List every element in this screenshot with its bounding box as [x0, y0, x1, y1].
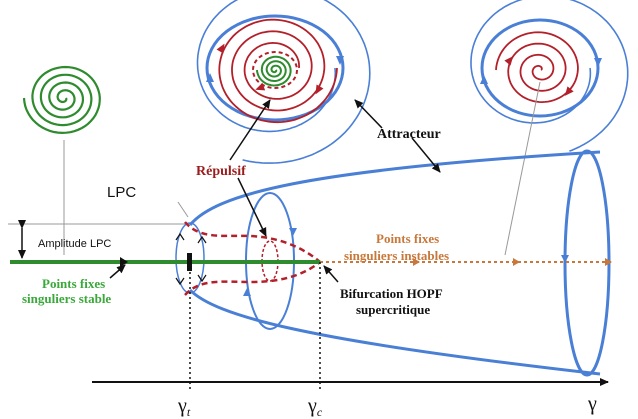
attractor-envelope-lower: [188, 288, 601, 376]
phase-portrait-mixed: [196, 0, 371, 164]
limit-cycle-blue-right: [480, 18, 600, 118]
points-stables-line1: Points fixes: [42, 276, 105, 291]
blue-arrow-right-2: [480, 75, 488, 84]
hopf-label-line2: supercritique: [356, 302, 430, 317]
red-arrow-1: [216, 43, 225, 54]
points-stables-line2: singuliers stable: [22, 291, 111, 306]
blue-arrow-1: [336, 56, 344, 65]
lpc-arrow-3: [197, 235, 207, 244]
unstable-line-arrow-1: [413, 258, 420, 266]
lpc-arrow-1: [175, 232, 185, 241]
blue-arrow-2: [206, 73, 214, 82]
attracteur-label: Attracteur: [377, 127, 441, 142]
lpc-arrow-2: [175, 277, 185, 286]
points-instables-line1: Points fixes: [376, 231, 439, 246]
gamma-axis-label: γ: [587, 393, 597, 415]
phase-portrait-stable-green: [22, 65, 101, 135]
repulsive-branch-lower: [184, 261, 321, 296]
unstable-line-arrow-3: [605, 258, 612, 266]
middle-limit-cycle-blue: [205, 14, 345, 122]
connector-right-portrait: [504, 81, 541, 256]
hopf-label-line1: Bifurcation HOPF: [340, 286, 443, 301]
red-arrow-right-2: [564, 86, 574, 96]
points-instables-line2: singuliers instables: [344, 248, 449, 263]
phase-portrait-unstable-attractor: [470, 0, 629, 152]
unstable-line-arrow-2: [513, 258, 520, 266]
red-arrow-2: [315, 84, 324, 95]
outer-blue-spiral-right: [470, 0, 629, 152]
stable-spiral: [22, 65, 101, 135]
red-spiral: [218, 18, 338, 124]
lpc-arrow-4: [197, 274, 207, 283]
hopf-pointer: [323, 265, 339, 283]
gamma-t-label: γt: [177, 395, 191, 419]
stable-pointer: [109, 264, 126, 279]
limit-cycle-middle-arrow-a: [289, 228, 297, 236]
blue-arrow-right-1: [594, 58, 602, 67]
attractor-envelope-upper: [188, 150, 601, 226]
red-arrow-3: [255, 82, 266, 91]
attracteur-pointer-1: [354, 99, 383, 129]
limit-cycle-large-arrow: [561, 255, 569, 263]
inner-green-spiral: [256, 55, 292, 87]
amplitude-lpc-label: Amplitude LPC: [38, 238, 111, 250]
repulsive-branch-upper: [184, 221, 321, 263]
repulsive-cycle-ring: [252, 51, 298, 89]
outer-blue-spiral: [196, 0, 371, 164]
red-arrow-right-1: [504, 56, 514, 66]
repulsif-pointer-1: [229, 99, 271, 161]
repulsif-pointer-2: [237, 177, 267, 237]
gamma-c-label: γc: [307, 395, 323, 419]
lpc-pointer-line: [177, 201, 189, 218]
red-spiral-right: [495, 31, 579, 104]
limit-cycle-middle-arrow-b: [243, 288, 251, 296]
lpc-label: LPC: [107, 184, 136, 201]
attracteur-pointer-2: [411, 137, 441, 173]
repulsif-label: Répulsif: [196, 164, 246, 179]
